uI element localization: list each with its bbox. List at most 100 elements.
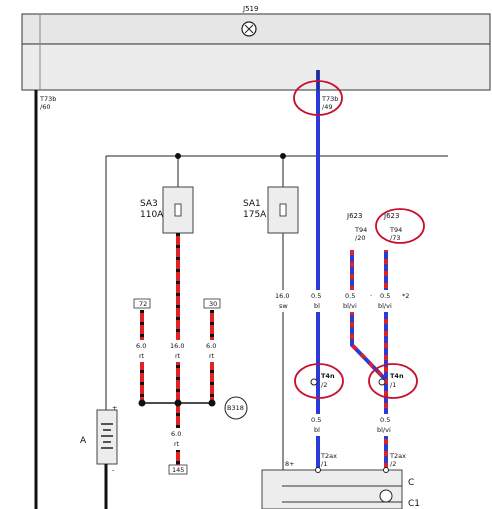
w6-bottom-color: rt <box>174 440 180 448</box>
highlight-circle-t4n-left <box>294 363 344 399</box>
label-bg-w05-blvi-left <box>343 290 365 312</box>
w05-blvi-left-size: 0.5 <box>345 292 355 300</box>
j519-lower-band <box>21 43 491 91</box>
connector-t4n-right-icon <box>378 378 386 386</box>
connector-t4n-right: T4n /1 <box>378 372 404 389</box>
w05-blvi-bottom-size: 0.5 <box>380 416 390 424</box>
label-bg-w6-right <box>205 340 221 362</box>
w05-bl-top-size: 0.5 <box>311 292 321 300</box>
w05-blvi-bottom-color: bl/vi <box>377 426 391 434</box>
w6-right-color: rt <box>209 352 215 360</box>
j623-pin1-number: /20 <box>355 234 365 242</box>
highlight-circle-t73b <box>293 80 343 116</box>
t2ax-right-pin: /2 <box>390 460 396 468</box>
terminal-145: 145 <box>168 464 188 475</box>
ground-point-icon <box>224 396 248 420</box>
svg-text:T4n: T4n <box>321 372 335 380</box>
module-block: 8+ C C1 <box>261 460 420 509</box>
label-bg-w6-bottom <box>170 428 186 450</box>
label-bg-w05-blvi-bottom <box>376 414 398 436</box>
label-bg-w16-rt <box>170 340 188 362</box>
label-bg-w6-left <box>135 340 151 362</box>
t2ax-left-pin: /1 <box>321 460 327 468</box>
module-pin-right-icon <box>383 467 389 473</box>
battery-minus: - <box>112 466 115 474</box>
fuse-sa1-rating: 175A <box>243 210 267 220</box>
j623-label-right: J623 <box>383 212 399 220</box>
terminal-30: 30 <box>203 298 221 309</box>
highlight-circle-t4n-right <box>368 363 418 399</box>
module-label-c: C <box>408 478 414 488</box>
t2ax-right-name: T2ax <box>389 452 406 460</box>
w6-bottom-size: 6.0 <box>171 430 181 438</box>
w05-blvi-left-color: bl/vi <box>343 302 357 310</box>
label-bg-w05-bl-top <box>310 290 326 312</box>
junction-dot-sa1 <box>280 153 286 159</box>
svg-text:/2: /2 <box>321 381 327 389</box>
right-pin-connector: T73b <box>321 95 338 103</box>
battery-a: A + - <box>80 404 118 474</box>
fuse-sa1: SA1 175A <box>243 186 299 234</box>
junction-dot-center <box>174 399 182 407</box>
w05-blvi-right-size: 0.5 <box>380 292 390 300</box>
terminal-72: 72 <box>133 298 151 309</box>
dot-marker: · <box>370 292 372 300</box>
module-pin-label: 8+ <box>285 460 295 468</box>
highlight-circles <box>293 80 425 399</box>
fuse-sa1-name: SA1 <box>243 199 261 209</box>
module-pin-left-icon <box>315 467 321 473</box>
fuse-sa3-rating: 110A <box>140 210 164 220</box>
junction-dot-sa3 <box>175 153 181 159</box>
svg-text:T4n: T4n <box>390 372 404 380</box>
note-marker: *2 <box>402 292 409 300</box>
svg-text:72: 72 <box>139 300 147 308</box>
w05-bl-bottom-color: bl <box>314 426 320 434</box>
connector-t4n-left-icon <box>310 378 318 386</box>
w05-blvi-right-color: bl/vi <box>378 302 392 310</box>
w05-bl-top-color: bl <box>314 302 320 310</box>
w16-rt-color: rt <box>175 352 181 360</box>
fuse-sa1-symbol-icon <box>279 203 287 217</box>
label-bg-w05-blvi-right <box>378 290 400 312</box>
junction-dot-right <box>208 399 216 407</box>
junction-dot-left <box>138 399 146 407</box>
right-pin-number: /49 <box>322 103 332 111</box>
wire-blvi-left <box>350 250 388 470</box>
fuse-sa3: SA3 110A <box>140 186 194 234</box>
j623-pin2-connector: T94 <box>389 226 402 234</box>
svg-text:30: 30 <box>209 300 217 308</box>
w16-sw-size: 16.0 <box>275 292 289 300</box>
svg-text:B318: B318 <box>227 404 244 412</box>
label-bg-w05-bl-bottom <box>310 414 326 436</box>
left-pin-connector: T73b <box>39 95 56 103</box>
label-bg-w16-sw <box>274 290 294 312</box>
module-label-c1: C1 <box>408 499 420 509</box>
j623-label-left: J623 <box>346 212 362 220</box>
module-box <box>261 469 403 509</box>
w16-rt-size: 16.0 <box>170 342 184 350</box>
w6-left-size: 6.0 <box>136 342 146 350</box>
fuse-sa3-name: SA3 <box>140 199 158 209</box>
j519-frame: J519 <box>21 5 491 91</box>
t2ax-left-name: T2ax <box>320 452 337 460</box>
ground-point-b318: B318 <box>224 396 248 420</box>
fuse-sa3-symbol-icon <box>174 203 182 217</box>
w16-sw-color: sw <box>279 302 288 310</box>
module-symbol-icon <box>379 489 393 503</box>
j623-pin2-number: /73 <box>390 234 400 242</box>
w6-right-size: 6.0 <box>206 342 216 350</box>
svg-text:145: 145 <box>172 466 184 474</box>
w05-bl-bottom-size: 0.5 <box>311 416 321 424</box>
svg-text:/1: /1 <box>390 381 396 389</box>
w6-left-color: rt <box>139 352 145 360</box>
battery-label: A <box>80 436 87 446</box>
j623-pin1-connector: T94 <box>354 226 367 234</box>
connector-t4n-left: T4n /2 <box>310 372 335 389</box>
left-pin-number: /60 <box>40 103 50 111</box>
highlight-circle-j623 <box>375 208 425 244</box>
j519-label: J519 <box>242 5 258 13</box>
blue-violet-wires <box>350 250 388 470</box>
battery-plus: + <box>112 404 117 412</box>
j519-symbol-stroke-b <box>244 24 254 34</box>
